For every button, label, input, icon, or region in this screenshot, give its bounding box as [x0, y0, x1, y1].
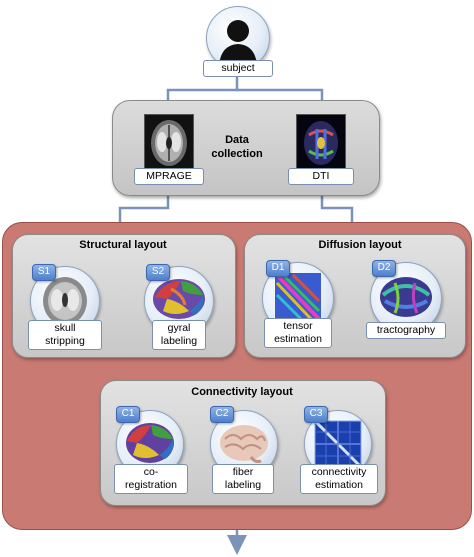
fiber-brain-icon — [220, 425, 268, 463]
mprage-image — [144, 114, 194, 172]
c3-label: connectivity estimation — [300, 464, 378, 494]
brain-dti-icon — [304, 121, 338, 165]
c2-tag: C2 — [210, 406, 234, 423]
c1-tag: C1 — [116, 406, 140, 423]
d1-label: tensor estimation — [264, 318, 332, 348]
data-collection-title: Data collection — [211, 134, 263, 160]
person-silhouette-icon — [219, 20, 257, 65]
c1-label: co- registration — [114, 464, 188, 494]
s2-tag: S2 — [146, 264, 170, 281]
s1-tag: S1 — [32, 264, 56, 281]
connectivity-layout-title: Connectivity layout — [191, 386, 293, 398]
c3-tag: C3 — [304, 406, 328, 423]
connectivity-matrix-icon — [313, 419, 363, 469]
s2-label: gyral labeling — [152, 320, 206, 350]
dti-image — [296, 114, 346, 172]
skull-stripped-brain-icon — [43, 277, 87, 325]
gyral-labeled-brain-icon — [153, 279, 205, 319]
diffusion-layout-title: Diffusion layout — [318, 239, 402, 251]
d1-tag: D1 — [266, 260, 290, 277]
tractography-brain-icon — [380, 277, 432, 317]
mprage-label: MPRAGE — [134, 168, 204, 185]
c2-label: fiber labeling — [212, 464, 274, 494]
s1-label: skull stripping — [28, 320, 102, 350]
d2-tag: D2 — [372, 260, 396, 277]
dti-label: DTI — [288, 168, 354, 185]
coregistered-brain-icon — [126, 423, 174, 463]
tensor-field-icon — [275, 273, 321, 321]
subject-label: subject — [203, 60, 273, 77]
structural-layout-title: Structural layout — [79, 239, 167, 251]
brain-mri-icon — [151, 120, 187, 166]
subject-node — [206, 6, 270, 70]
d2-label: tractography — [366, 322, 446, 339]
